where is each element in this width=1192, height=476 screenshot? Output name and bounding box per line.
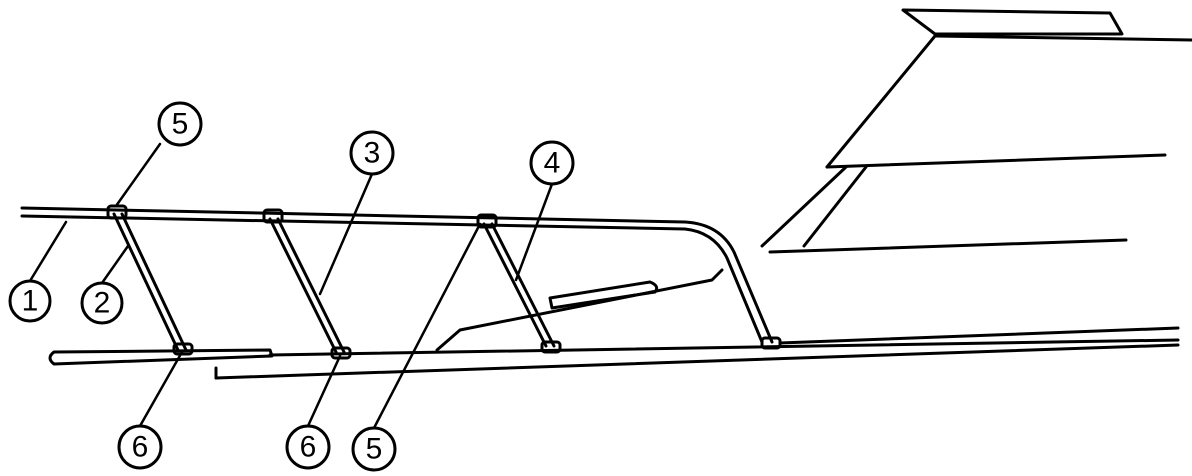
leader-6b — [306, 354, 342, 428]
deck-edge — [48, 348, 274, 366]
leader-4 — [514, 182, 554, 282]
hull-line — [268, 338, 1180, 357]
top-fitting-3 — [476, 213, 498, 229]
leader-6a — [138, 350, 184, 428]
callout-5-bottom: 5 — [351, 426, 397, 472]
leader-3 — [318, 172, 374, 296]
top-rail — [20, 206, 774, 344]
boat-superstructure — [760, 8, 1192, 345]
callout-4-label: 4 — [544, 147, 561, 180]
base-fitting-4 — [760, 336, 782, 350]
base-fitting-2 — [330, 346, 352, 360]
top-rail-tube-inner — [20, 214, 764, 344]
callout-6-right: 6 — [285, 424, 331, 470]
top-rail-tube — [20, 206, 774, 344]
callout-5-bottom-label: 5 — [366, 433, 383, 466]
flybridge-roof-line — [933, 34, 1192, 42]
stanchion-1 — [112, 212, 188, 352]
top-fitting-2 — [262, 208, 284, 224]
windshield-right — [802, 165, 868, 248]
stanchion-3 — [482, 222, 556, 348]
callout-6-left-label: 6 — [132, 431, 149, 464]
callout-6-left: 6 — [117, 424, 163, 470]
cabin-upper-line — [825, 153, 1167, 169]
callout-1-label: 1 — [22, 285, 39, 318]
base-fitting-1 — [172, 342, 194, 356]
callout-6-right-label: 6 — [300, 431, 317, 464]
stanchion-2 — [268, 217, 346, 354]
callout-2: 2 — [80, 281, 124, 325]
flybridge-top — [901, 8, 1124, 36]
leader-5a — [114, 142, 162, 208]
base-fitting-3 — [540, 340, 562, 354]
windshield-left — [760, 165, 848, 248]
callout-2-label: 2 — [94, 287, 111, 320]
leader-1 — [28, 220, 68, 283]
callout-3-label: 3 — [364, 137, 381, 170]
deck-and-hull — [48, 268, 1180, 380]
callout-5-top-label: 5 — [172, 108, 189, 141]
leader-2 — [100, 244, 130, 285]
hull-bottom — [214, 343, 1180, 380]
callout-4: 4 — [529, 140, 575, 186]
callout-5-top: 5 — [157, 101, 203, 147]
sheer-line — [778, 326, 1180, 345]
anchor — [548, 280, 659, 310]
leader-5b — [372, 222, 482, 430]
leader-lines — [28, 142, 554, 430]
cabin-lower-line — [768, 238, 1128, 254]
stanchions — [106, 204, 782, 360]
callout-1: 1 — [8, 279, 52, 323]
callout-3: 3 — [349, 130, 395, 176]
anchor-pulpit-line — [435, 268, 724, 352]
cabin-front-slope — [825, 34, 937, 169]
